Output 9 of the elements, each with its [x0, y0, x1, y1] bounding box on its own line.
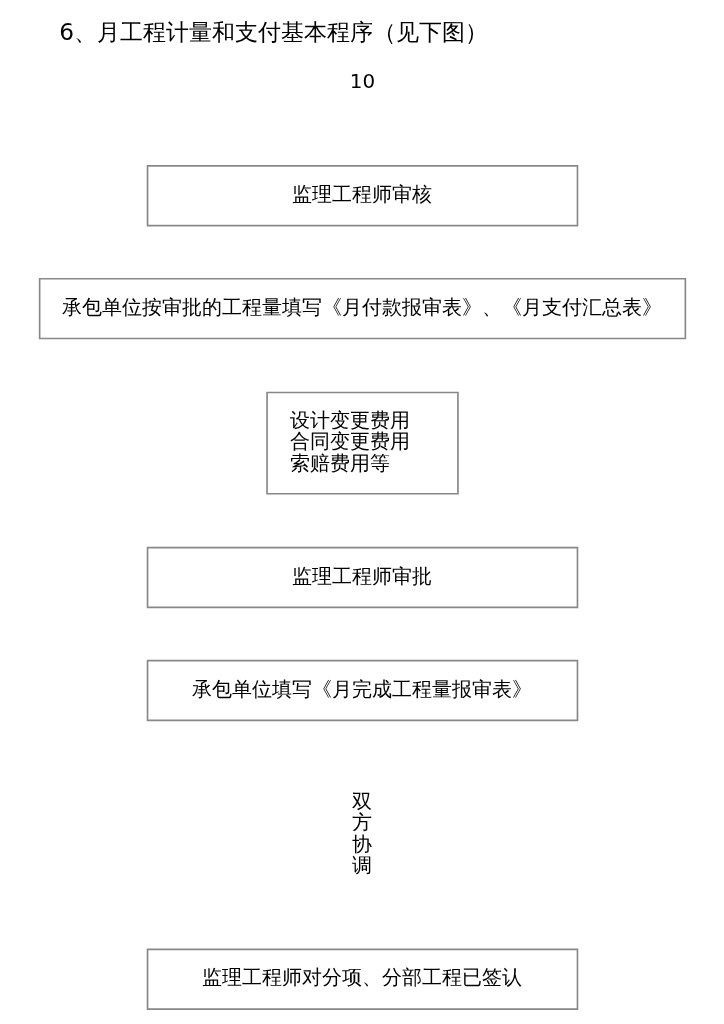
label: 10 — [349, 70, 375, 94]
node-box: 设计变更费用合同变更费用索赔费用等 — [265, 391, 459, 495]
node-box: 监理工程师审批 — [146, 546, 578, 609]
node-box: 监理工程师对分项、分部工程已签认 — [146, 948, 578, 1010]
diagram-title: 6、月工程计量和支付基本程序（见下图） — [58, 18, 488, 46]
node-box: 承包单位按审批的工程量填写《月付款报审表》、《月支付汇总表》 — [38, 277, 686, 340]
node-box: 承包单位填写《月完成工程量报审表》 — [146, 659, 578, 722]
label: 双方协调 — [352, 789, 372, 878]
node-box: 监理工程师审核 — [146, 165, 578, 227]
